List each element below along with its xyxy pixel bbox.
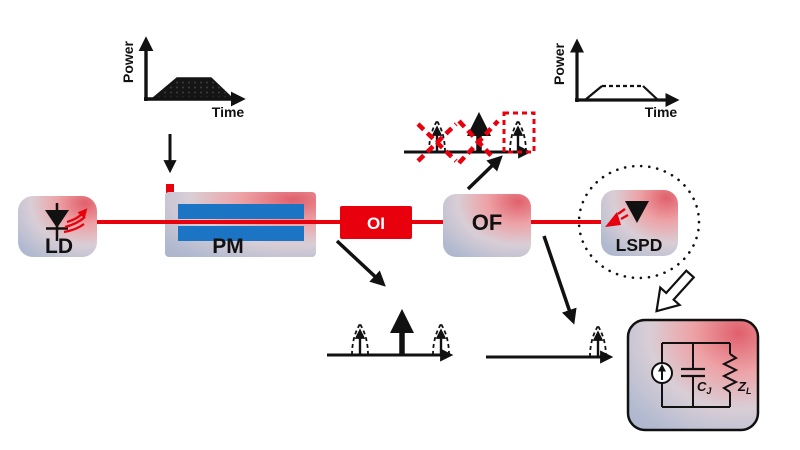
input-power-plot: Power Time (120, 36, 246, 120)
pm-electrode-bottom (178, 226, 304, 241)
arrow-of-to-filter-spectrum (466, 155, 503, 191)
arrow-oi-to-spectrum (335, 239, 386, 287)
output-pulse-shape-sides (584, 85, 659, 101)
pm-electrode-top (178, 204, 304, 219)
arrow-of-to-output-spectrum (542, 235, 577, 325)
selected-sideband-box (502, 111, 536, 154)
upper-sideband-icon (433, 324, 449, 355)
hollow-arrow-to-circuit (655, 269, 696, 313)
lspd-highlight-circle (577, 164, 701, 280)
ld-label: LD (45, 235, 73, 258)
input-plot-ylabel: Power (120, 40, 136, 83)
output-plot-ylabel: Power (551, 42, 567, 85)
current-source-icon (651, 343, 673, 407)
upper-sideband-icon (510, 121, 526, 152)
rejected-cross-carrier-icon (457, 119, 500, 165)
load-label: ZL (737, 379, 751, 396)
output-plot-xlabel: Time (645, 104, 678, 120)
laser-diode-icon (45, 203, 69, 241)
input-plot-xlabel: Time (212, 104, 245, 120)
after-pm-spectrum (327, 308, 454, 362)
lower-sideband-icon (352, 324, 368, 355)
junction-capacitor-icon (681, 343, 705, 407)
oi-label: OI (367, 214, 385, 233)
equivalent-circuit: CJ ZL (626, 318, 760, 432)
of-box (443, 194, 531, 257)
pm-label: PM (212, 235, 244, 258)
incident-light-icon (605, 208, 629, 227)
block-lspd: LSPD (601, 190, 678, 256)
oi-box (340, 206, 412, 239)
lspd-box (601, 190, 678, 256)
photodiode-icon (625, 201, 649, 223)
filter-selection-spectrum (404, 111, 536, 165)
block-pm (165, 192, 316, 257)
block-ld: LD (18, 196, 97, 258)
of-label: OF (472, 210, 503, 235)
load-impedance-icon (721, 343, 739, 407)
rejected-cross-left-icon (416, 122, 458, 163)
input-pulse-shape (149, 77, 235, 100)
single-sideband-icon (590, 326, 606, 357)
block-oi: OI (340, 206, 412, 239)
block-of: OF (443, 194, 531, 257)
output-power-plot: Power Time (551, 38, 680, 120)
capacitor-label: CJ (697, 379, 712, 396)
laser-emission-icon (63, 208, 88, 234)
lspd-label: LSPD (616, 235, 663, 255)
after-of-spectrum (486, 326, 614, 364)
